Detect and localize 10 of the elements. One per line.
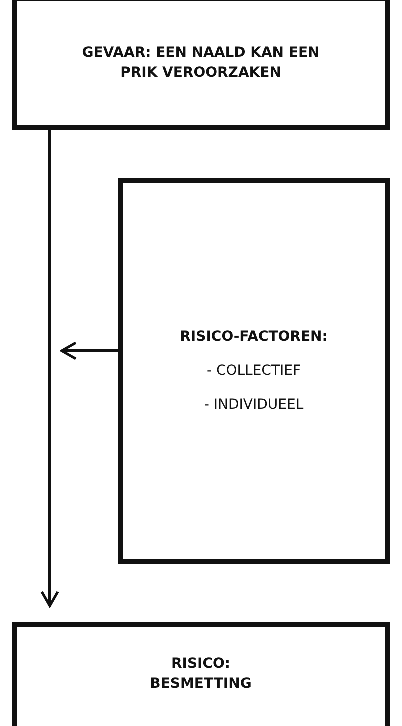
arrow <box>60 342 118 360</box>
box-heading: RISICO-FACTOREN: <box>180 328 328 347</box>
list-item: - COLLECTIEF <box>206 362 302 381</box>
box-heading: GEVAAR: EEN NAALD KAN EEN PRIK VEROORZAKEN <box>81 44 321 83</box>
arrow <box>40 130 60 608</box>
box-heading: RISICO: BESMETTING <box>149 655 253 694</box>
list-item: - INDIVIDUEEL <box>204 396 304 415</box>
risk-factors-box <box>118 178 390 564</box>
hazard-box <box>12 0 390 130</box>
risk-box <box>12 622 390 726</box>
